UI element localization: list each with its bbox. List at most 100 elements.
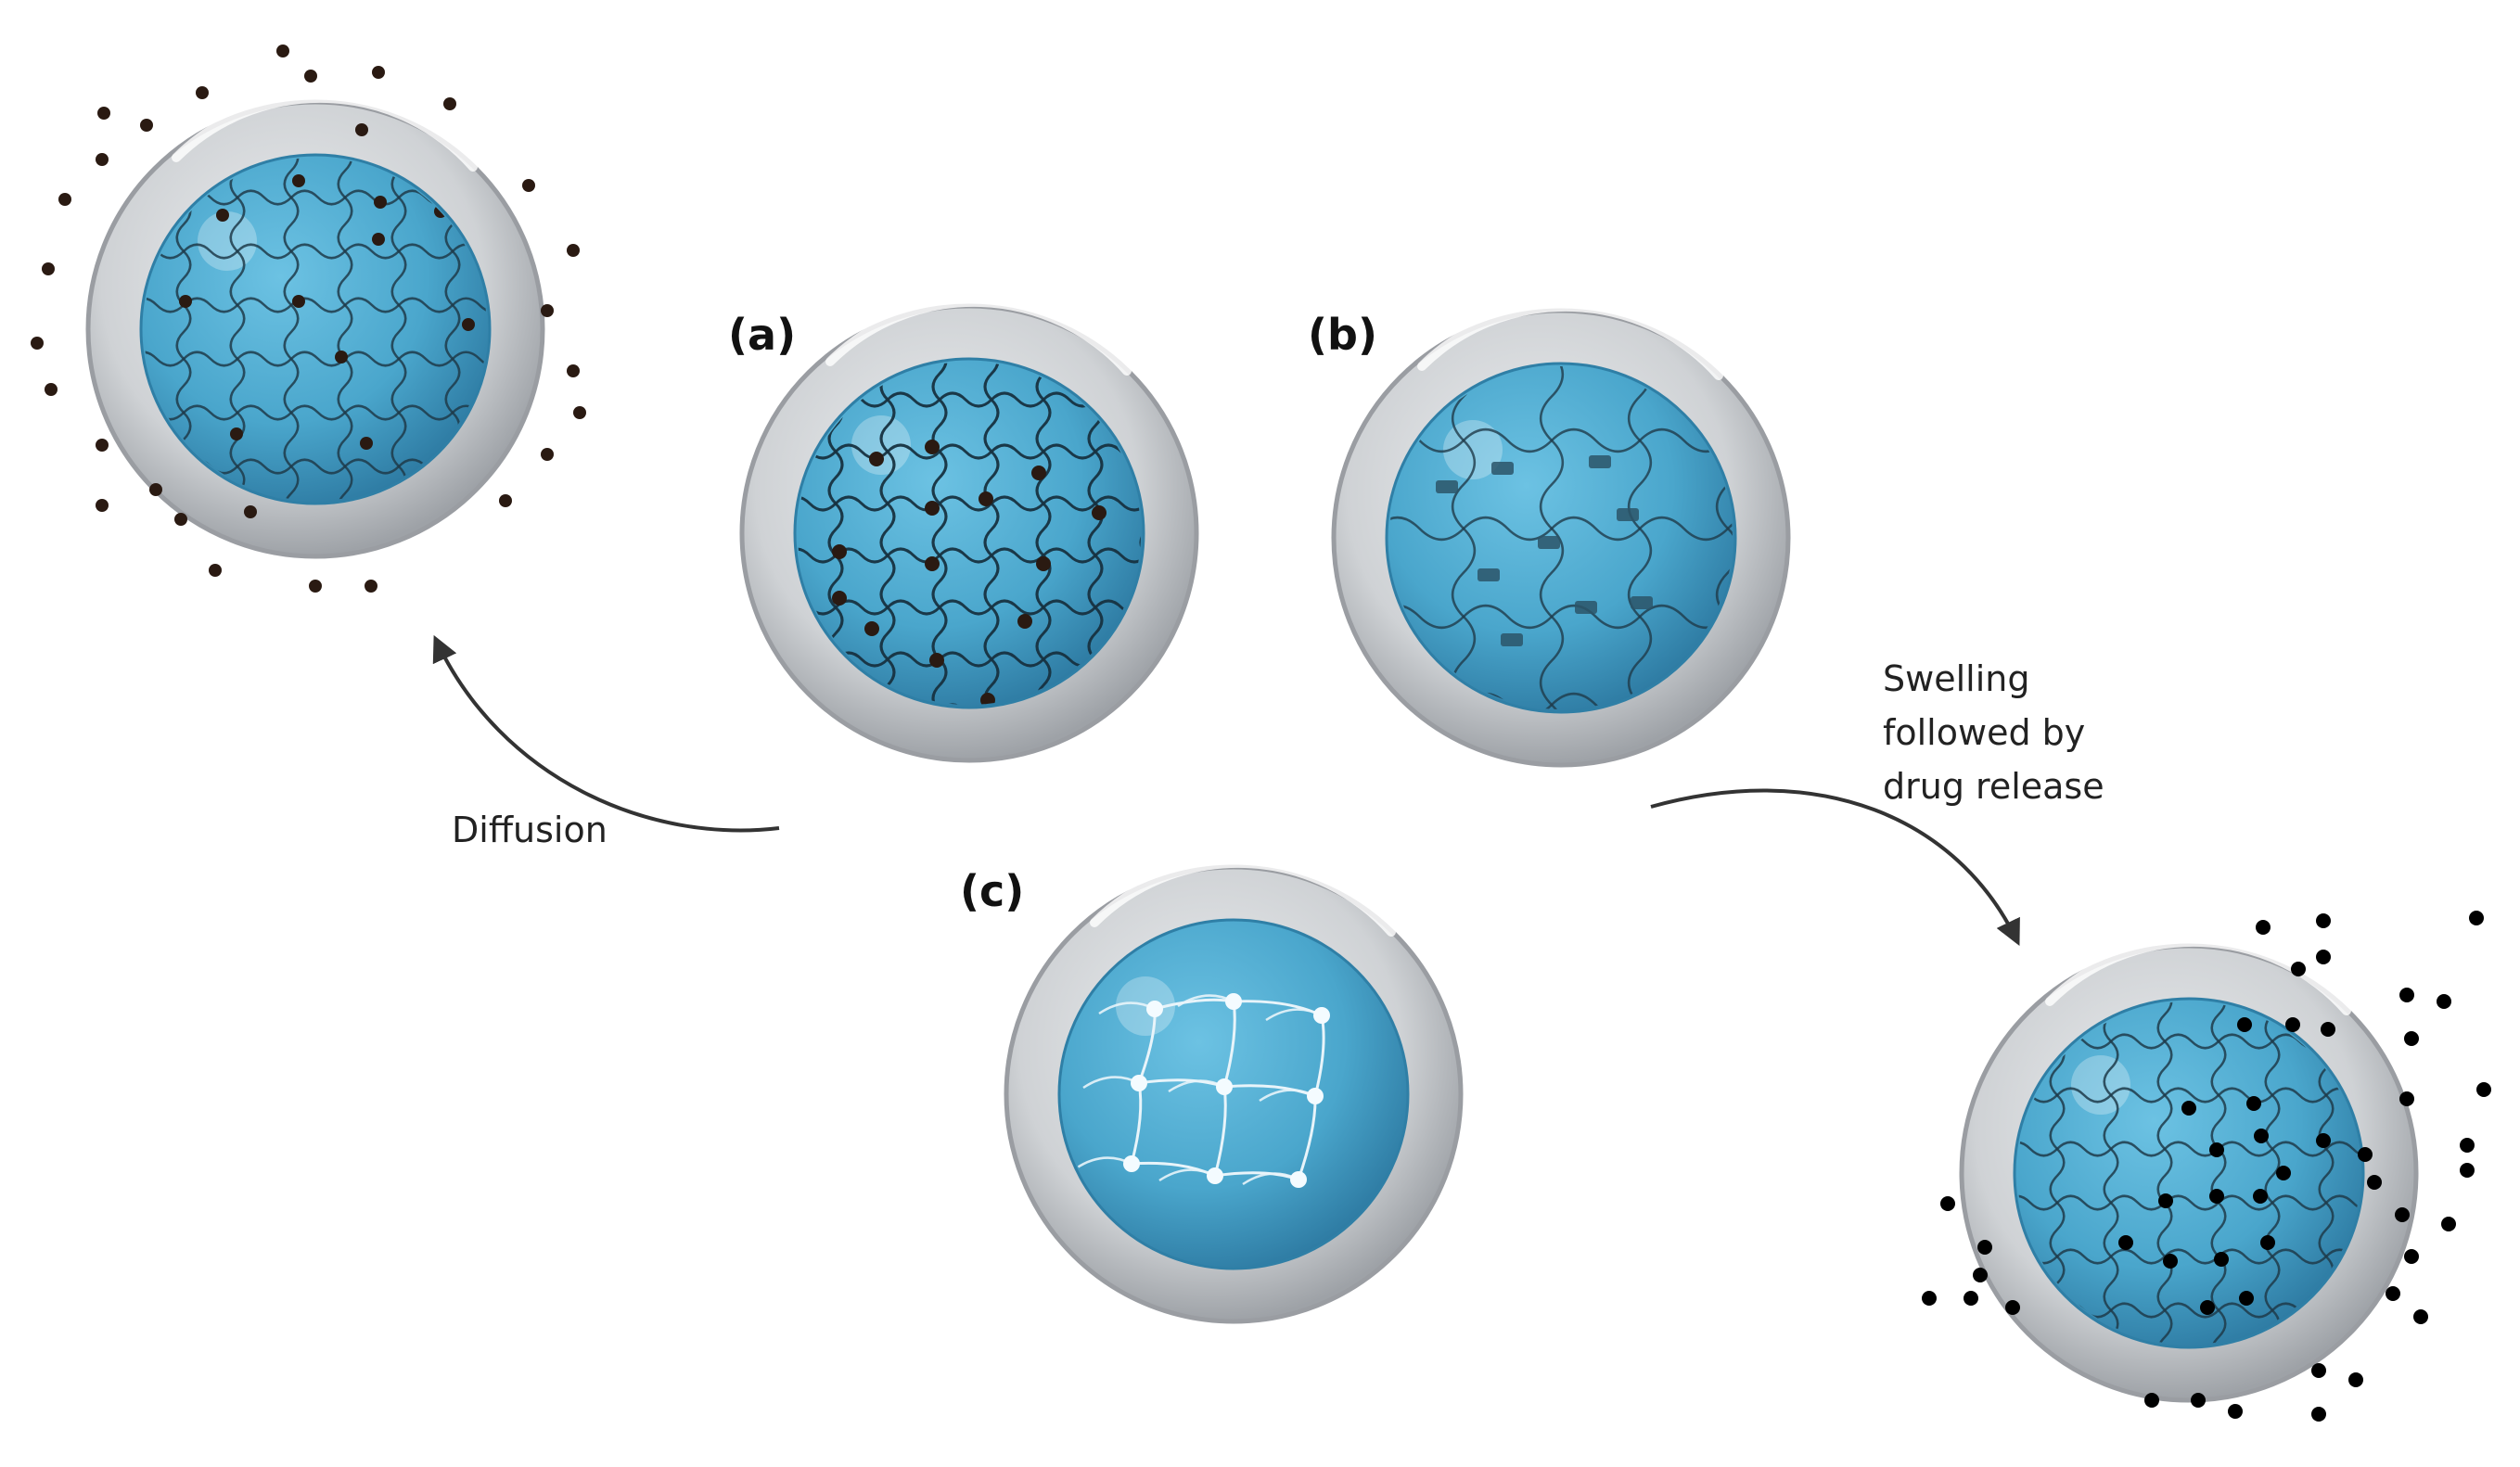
- entrapped-drug-dot: [2276, 1166, 2291, 1180]
- entrapped-drug-dot: [832, 591, 847, 606]
- released-drug-dot: [2311, 1407, 2326, 1422]
- released-drug-dot: [2291, 962, 2306, 976]
- entrapped-drug-dot: [372, 233, 385, 246]
- diffusion-arrow: [432, 634, 780, 833]
- diffusion-label: Diffusion: [452, 810, 608, 850]
- entrapped-drug-dot: [2209, 1189, 2224, 1204]
- entrapped-drug-dot: [2163, 1254, 2178, 1269]
- entrapped-drug-dot: [2200, 1300, 2215, 1315]
- mesh-strand: [229, 158, 246, 501]
- entrapped-drug-dot: [1036, 556, 1051, 571]
- entrapped-drug-dot: [374, 196, 387, 209]
- released-drug-dot: [2144, 1393, 2159, 1408]
- crosslink-segment: [1436, 480, 1458, 493]
- released-drug-dot: [1922, 1291, 1937, 1306]
- entrapped-drug-dot: [979, 491, 993, 506]
- released-drug-dots-swelling: [1922, 911, 2491, 1422]
- mesh-strand: [1389, 604, 1733, 630]
- core-highlight: [851, 415, 911, 475]
- released-drug-dot: [573, 406, 586, 419]
- mesh-strand: [2017, 1248, 2360, 1265]
- crosslink-segment: [1589, 455, 1611, 468]
- released-drug-dot: [2441, 1217, 2456, 1231]
- hydrogel-sphere-a: [739, 297, 1199, 763]
- hydrogel-core: [1385, 362, 1737, 714]
- entrapped-drug-dot: [864, 621, 879, 636]
- mesh-strand: [2017, 1087, 2360, 1103]
- network-node: [1313, 1007, 1330, 1024]
- mesh-strand: [2103, 1001, 2119, 1345]
- released-drug-dot: [2413, 1309, 2428, 1324]
- released-drug-dots-diffusion: [31, 45, 586, 593]
- released-drug-dot: [2311, 1363, 2326, 1378]
- entrapped-drug-dot: [929, 653, 944, 668]
- core-highlight: [198, 211, 257, 271]
- released-drug-dot: [1977, 1240, 1992, 1255]
- mesh-strand: [283, 158, 300, 501]
- released-drug-dot: [2316, 913, 2331, 928]
- released-drug-dot: [42, 262, 55, 275]
- released-drug-dot: [2358, 1147, 2373, 1162]
- entrapped-drug-dot: [2253, 1189, 2268, 1204]
- mesh-strand: [2017, 1194, 2360, 1211]
- crosslink-segment: [1617, 508, 1639, 521]
- released-drug-dot: [365, 580, 377, 593]
- released-drug-dot: [2316, 1133, 2331, 1148]
- released-drug-dot: [97, 107, 110, 120]
- hydrogel-sphere-swelling: [1959, 937, 2419, 1403]
- released-drug-dot: [2348, 1372, 2363, 1387]
- shell-highlight: [825, 297, 1132, 376]
- released-drug-dot: [522, 179, 535, 192]
- hydrogel-sphere-diffusion: [85, 93, 545, 559]
- crosslink-segment: [1501, 633, 1523, 646]
- shell-highlight: [1090, 858, 1396, 937]
- released-drug-dot: [96, 439, 109, 452]
- swelling-arrow: [1650, 788, 2020, 947]
- released-drug-dot: [2367, 1175, 2382, 1190]
- released-drug-dot: [304, 70, 317, 83]
- released-drug-dot: [443, 97, 456, 110]
- swelling-label-line-2: followed by: [1883, 712, 2085, 753]
- released-drug-dot: [2404, 1031, 2419, 1046]
- released-drug-dot: [196, 86, 209, 99]
- released-drug-dot: [541, 448, 554, 461]
- released-drug-dot: [2399, 988, 2414, 1002]
- released-drug-dot: [567, 244, 580, 257]
- entrapped-drug-dot: [216, 209, 229, 222]
- released-drug-dot: [309, 580, 322, 593]
- mesh-strand: [337, 158, 353, 501]
- mesh-strand: [983, 362, 1000, 705]
- entrapped-drug-dot: [360, 437, 373, 450]
- swelling-label-line-3: drug release: [1883, 766, 2104, 807]
- panel-label-a: (a): [728, 310, 796, 360]
- released-drug-dot: [1940, 1196, 1955, 1211]
- entrapped-drug-dot: [925, 440, 940, 454]
- shell-highlight: [172, 93, 478, 172]
- network-node: [1290, 1171, 1307, 1188]
- entrapped-drug-dot: [292, 295, 305, 308]
- released-drug-dot: [1964, 1291, 1978, 1306]
- released-drug-dot: [2437, 994, 2451, 1009]
- panel-label-c: (c): [960, 866, 1024, 916]
- mesh-strand: [1389, 516, 1733, 542]
- entrapped-drug-dot: [869, 452, 884, 466]
- released-drug-dot: [567, 364, 580, 377]
- entrapped-drug-dot: [925, 556, 940, 571]
- core-contents: [1075, 993, 1330, 1188]
- hydrogel-sphere-c: [1004, 858, 1464, 1324]
- entrapped-drug-dot: [2239, 1291, 2254, 1306]
- released-drug-dot: [499, 494, 512, 507]
- released-drug-dot: [2399, 1091, 2414, 1106]
- entrapped-drug-dot: [2181, 1101, 2196, 1116]
- released-drug-dot: [541, 304, 554, 317]
- mesh-strand: [144, 404, 487, 421]
- hydrogel-sphere-b: [1331, 301, 1791, 768]
- released-drug-dot: [2316, 950, 2331, 964]
- entrapped-drug-dot: [925, 501, 940, 516]
- core-contents: [1389, 366, 1733, 709]
- released-drug-dot: [244, 505, 257, 518]
- mesh-strand: [2264, 1001, 2281, 1345]
- mesh-strand: [2156, 1001, 2173, 1345]
- mesh-strand: [1389, 692, 1733, 709]
